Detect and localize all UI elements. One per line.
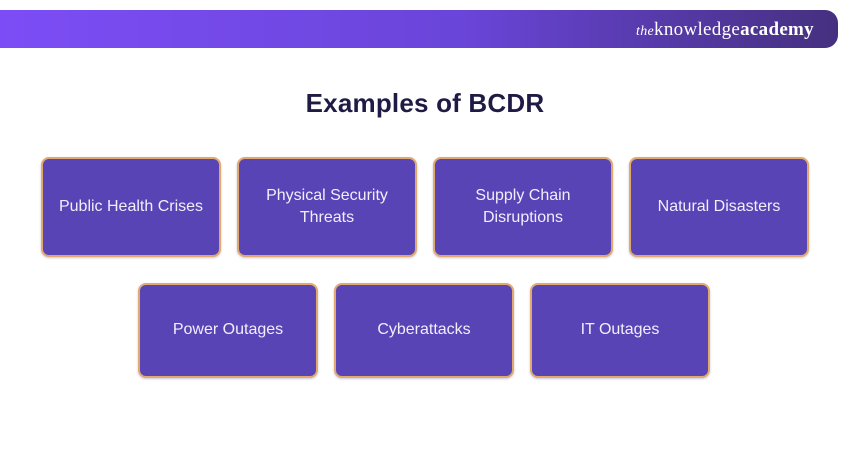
- header-bar: theknowledgeacademy: [0, 10, 838, 48]
- card-label: Power Outages: [172, 321, 284, 339]
- card-label: Public Health Crises: [58, 197, 204, 215]
- page-title: Examples of BCDR: [305, 88, 545, 118]
- card-it-outages: IT Outages: [530, 283, 710, 378]
- card-public-health-crises: Public Health Crises: [41, 157, 221, 257]
- card-natural-disasters: Natural Disasters: [629, 157, 809, 257]
- card-power-outages: Power Outages: [138, 283, 318, 378]
- card-label: Natural Disasters: [657, 197, 781, 215]
- card-supply-chain-disruptions: Supply Chain Disruptions: [433, 157, 613, 257]
- logo-text-the: the: [636, 23, 655, 39]
- card-physical-security-threats: Physical Security Threats: [237, 157, 417, 257]
- card-cyberattacks: Cyberattacks: [334, 283, 514, 378]
- brand-logo: theknowledgeacademy: [636, 20, 814, 39]
- card-label: Supply Chain Disruptions: [475, 186, 571, 226]
- logo-text-academy: academy: [740, 18, 814, 40]
- card-label: Cyberattacks: [377, 321, 471, 339]
- examples-row-1: Public Health Crises Physical Security T…: [41, 157, 809, 257]
- card-label: IT Outages: [580, 321, 660, 339]
- examples-row-2: Power Outages Cyberattacks IT Outages: [138, 283, 710, 378]
- logo-text-knowledge: knowledge: [654, 18, 741, 40]
- card-label: Physical Security Threats: [266, 186, 388, 226]
